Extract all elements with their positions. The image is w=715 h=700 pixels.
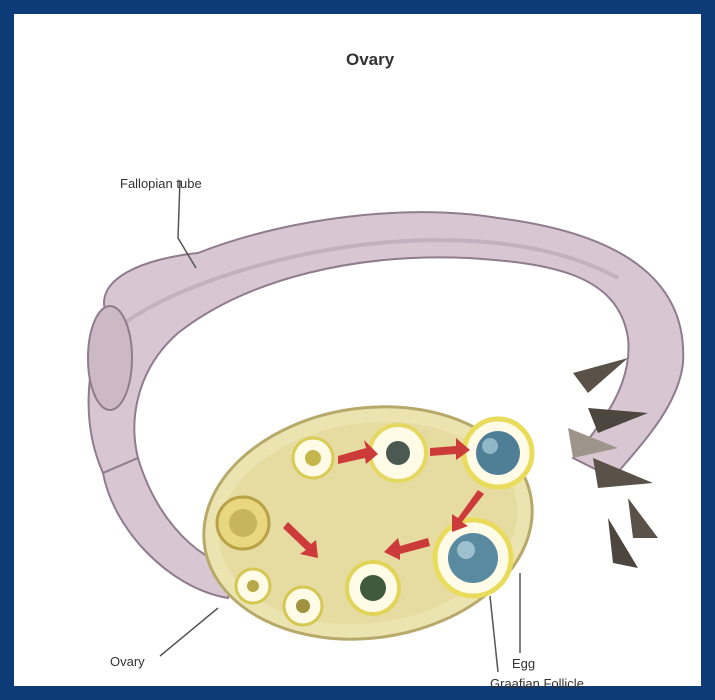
follicle-small-a [236,569,270,603]
follicle-primordial [293,438,333,478]
label-fallopian-tube: Fallopian tube [120,176,202,191]
corpus-luteum [217,497,269,549]
ovary-diagram: Ovary Fallopian tube Ovary Egg Graafian … [28,28,715,700]
label-egg: Egg [512,656,535,671]
follicle-mature [464,419,532,487]
diagram-title: Ovary [346,50,394,70]
ovary-illustration [28,28,715,700]
follicle-primary [370,425,426,481]
leader-ovary [160,608,218,656]
follicle-secondary [347,562,399,614]
leader-graafian [490,596,498,672]
label-ovary: Ovary [110,654,145,669]
follicle-small-b [284,587,322,625]
label-graafian-follicle: Graafian Follicle [490,676,584,691]
graafian-follicle [435,520,511,596]
